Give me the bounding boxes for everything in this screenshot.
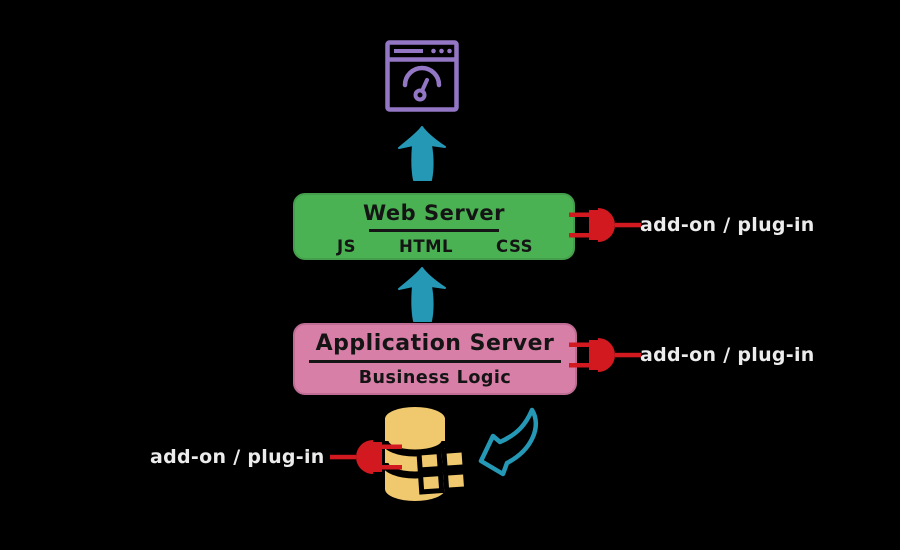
application-server-subtitle: Business Logic xyxy=(358,367,512,388)
plug-icon xyxy=(569,208,641,242)
curved-arrow-icon xyxy=(478,407,539,477)
plug-icon xyxy=(569,338,641,372)
tech-html: HTML xyxy=(399,236,454,256)
tech-js: JS xyxy=(337,236,357,256)
application-server-node: Application Server Business Logic xyxy=(293,323,577,395)
web-server-tech-row: JS HTML CSS xyxy=(295,237,573,256)
title-underline xyxy=(369,229,499,232)
web-server-title: Web Server xyxy=(362,201,505,225)
application-server-plugin-label: add-on / plug-in xyxy=(640,344,815,366)
title-underline xyxy=(309,360,561,363)
database-table-icon xyxy=(381,407,470,501)
up-arrow-icon xyxy=(398,126,446,181)
application-server-title: Application Server xyxy=(315,331,555,356)
tech-css: CSS xyxy=(496,236,533,256)
up-arrow-icon xyxy=(398,267,446,322)
web-server-node: Web Server JS HTML CSS xyxy=(293,193,575,260)
database-plugin-label: add-on / plug-in xyxy=(150,446,325,468)
web-server-plugin-label: add-on / plug-in xyxy=(640,214,815,236)
plug-icon xyxy=(330,440,402,474)
browser-speedometer-icon xyxy=(385,40,459,112)
